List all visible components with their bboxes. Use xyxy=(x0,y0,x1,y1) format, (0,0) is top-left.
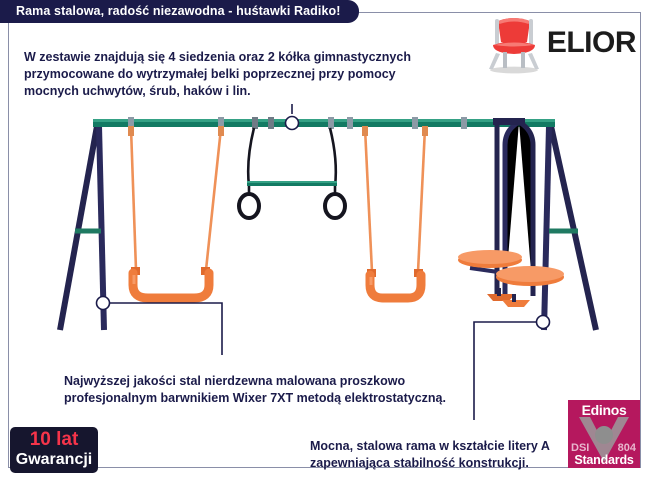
page-title: Rama stalowa, radość niezawodna - huśtaw… xyxy=(16,4,341,18)
edinos-dsi: DSI xyxy=(571,442,590,454)
swing-seat-right xyxy=(362,126,428,303)
callout-text-top: W zestawie znajdują się 4 siedzenia oraz… xyxy=(24,49,411,98)
edinos-check-icon xyxy=(579,417,629,462)
a-frame-right-leg xyxy=(541,125,599,331)
header-banner: Rama stalowa, radość niezawodna - huśtaw… xyxy=(0,0,359,23)
guarantee-badge: 10 lat Gwarancji xyxy=(10,427,98,473)
red-chair-icon xyxy=(488,18,539,74)
guarantee-years: 10 lat xyxy=(29,429,79,450)
callout-text-frame: Mocna, stalowa rama w kształcie litery A… xyxy=(310,438,550,470)
top-beam xyxy=(93,117,555,129)
brand-logo: ELIOR xyxy=(486,14,637,76)
guarantee-label: Gwarancji xyxy=(15,451,93,468)
edinos-standards-badge: Edinos DSI 804 Standards xyxy=(568,400,640,468)
swing-seat-left xyxy=(128,126,224,303)
brand-wordmark: ELIOR xyxy=(546,26,637,59)
callout-leader-steel xyxy=(95,295,223,355)
callout-leader-frame xyxy=(473,314,551,420)
edinos-name: Edinos xyxy=(581,402,627,418)
edinos-number: 804 xyxy=(617,442,636,454)
callout-leader-top xyxy=(284,104,300,131)
edinos-standards: Standards xyxy=(574,453,634,467)
callout-text-steel: Najwyższej jakości stal nierdzewna malow… xyxy=(64,373,446,405)
trapeze-bar-with-rings xyxy=(237,127,347,220)
glider-seesaw-swing xyxy=(458,118,564,307)
